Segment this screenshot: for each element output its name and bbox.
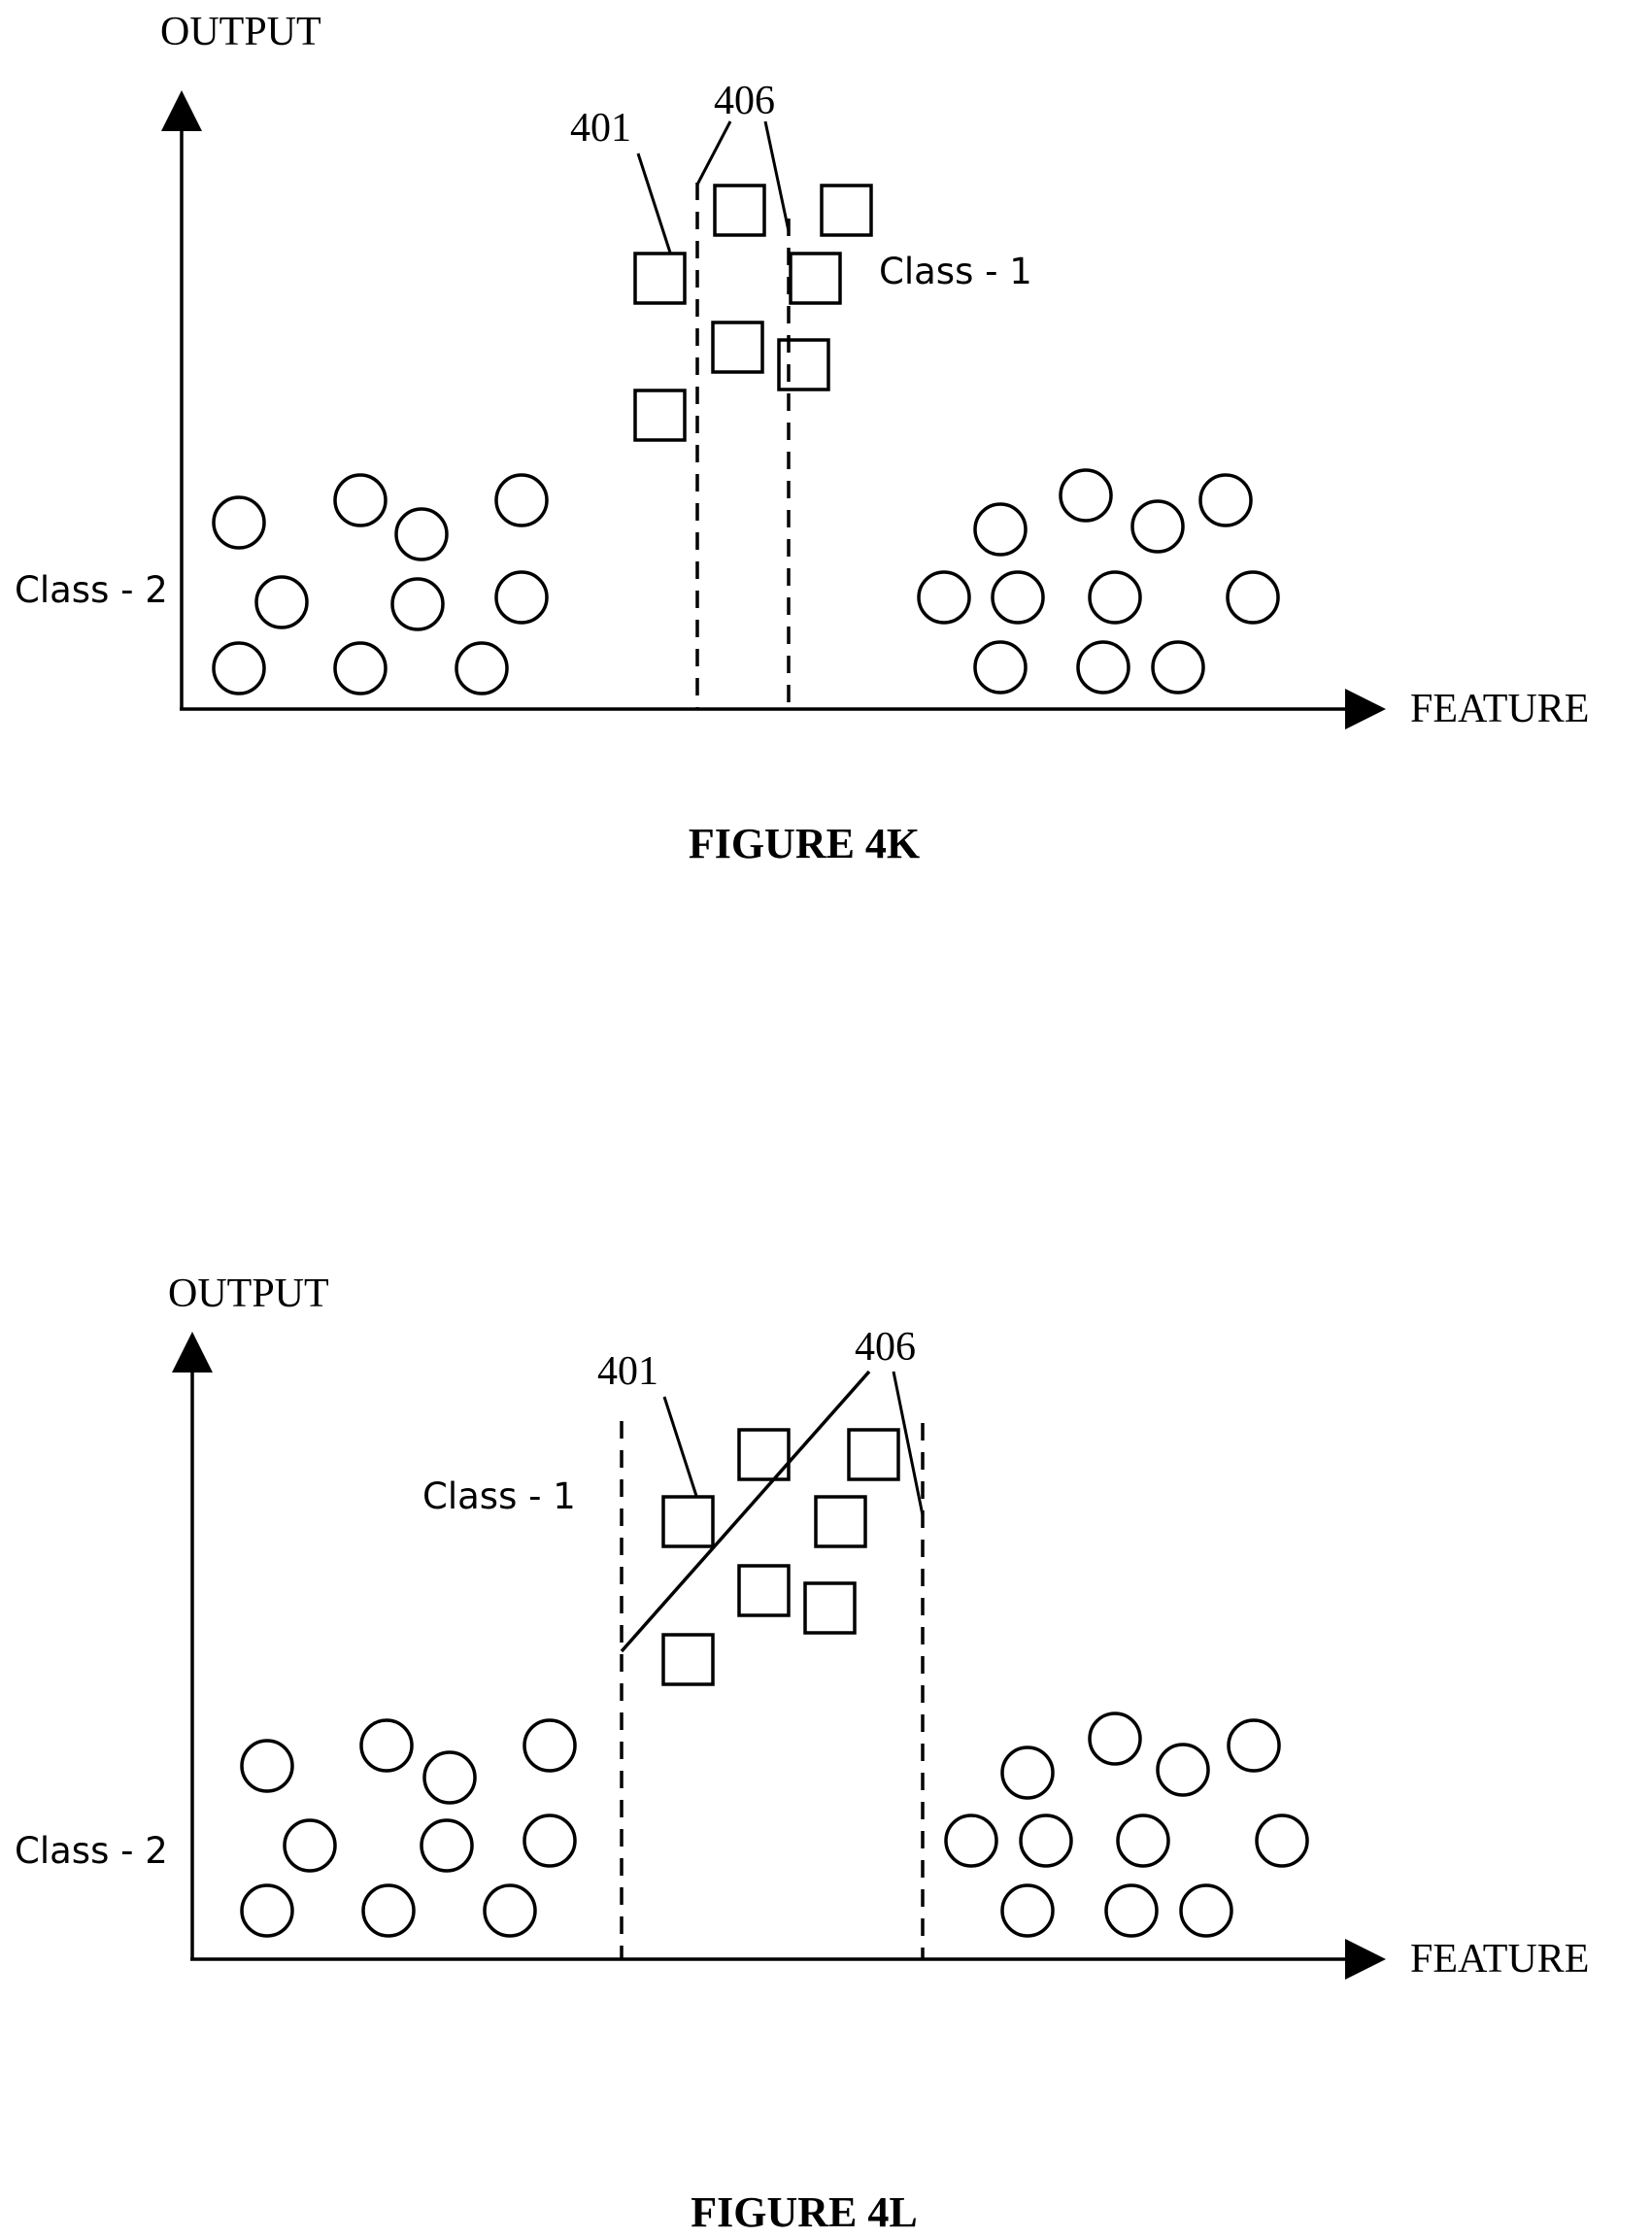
x-axis-title: FEATURE (1410, 687, 1589, 731)
ref-401: 401 (597, 1349, 658, 1394)
class-1-square (791, 254, 840, 303)
class-2-circle (256, 577, 307, 627)
class-2-circle (1002, 1747, 1053, 1798)
class-2-circle (524, 1815, 575, 1866)
class-2-label: Class - 2 (15, 1830, 168, 1872)
class-1-label: Class - 1 (879, 251, 1032, 292)
class-2-circle (993, 572, 1043, 623)
class-2-circle (524, 1720, 575, 1771)
class-2-circle (485, 1885, 535, 1936)
class-1-square (779, 340, 828, 390)
class-1-square (663, 1497, 713, 1546)
class-2-circle (1257, 1815, 1307, 1866)
ref-401: 401 (570, 106, 631, 151)
class-1-square (713, 322, 762, 372)
leader-406-left (697, 121, 730, 185)
boundary-diagonal (622, 1372, 869, 1651)
figure-caption: FIGURE 4L (691, 2188, 917, 2236)
class-2-circle (1106, 1885, 1157, 1936)
ref-406: 406 (714, 79, 775, 123)
class-1-label: Class - 1 (422, 1475, 576, 1517)
figure-caption: FIGURE 4K (689, 820, 920, 867)
class-2-circle (919, 572, 969, 623)
class-2-circle (1118, 1815, 1168, 1866)
class-1-square (715, 186, 764, 235)
class-2-circle (242, 1885, 292, 1936)
class-2-circle (496, 572, 547, 623)
figure-4k: OUTPUT FEATURE Class - 2 Class - 1 401 4… (15, 10, 1589, 867)
class-2-circle (975, 642, 1026, 693)
class-1-square (663, 1635, 713, 1684)
ref-406: 406 (855, 1325, 916, 1370)
class-2-circle (1021, 1815, 1071, 1866)
class-2-circle (1158, 1745, 1208, 1795)
y-axis-title: OUTPUT (168, 1271, 329, 1316)
class-2-circle (1200, 475, 1251, 525)
class-2-circle (1078, 642, 1129, 693)
leader-401 (638, 153, 670, 253)
class-2-circle (975, 504, 1026, 555)
class-2-circle (363, 1885, 414, 1936)
class-2-circle (1061, 470, 1111, 521)
class-2-circle (456, 643, 507, 694)
class-1-square (739, 1566, 789, 1615)
leader-406-right (765, 121, 789, 231)
class-1-square (635, 254, 685, 303)
class-1-square (635, 390, 685, 440)
class-2-circle (946, 1815, 996, 1866)
class-2-label: Class - 2 (15, 569, 168, 611)
class-2-circle (335, 643, 386, 694)
class-2-circle (1229, 1720, 1279, 1771)
x-axis-title: FEATURE (1410, 1937, 1589, 1982)
class-2-circle (335, 475, 386, 525)
figure-4l: OUTPUT FEATURE Class - 2 Class - 1 401 4… (15, 1271, 1589, 2236)
class-2-circle (392, 579, 443, 629)
class-2-circle (1132, 501, 1183, 552)
class-1-square (816, 1497, 865, 1546)
class-2-circle (496, 475, 547, 525)
class-2-circle (396, 509, 447, 559)
class-2-circle (242, 1741, 292, 1791)
class-2-circle (214, 497, 264, 548)
class-2-circle (424, 1752, 475, 1803)
class-1-square (849, 1430, 898, 1479)
leader-401 (664, 1397, 696, 1496)
class-1-square (822, 186, 871, 235)
class-2-circle (1002, 1885, 1053, 1936)
class-2-circle (1181, 1885, 1231, 1936)
class-2-circle (1090, 1713, 1140, 1764)
y-axis-title: OUTPUT (160, 10, 321, 54)
class-2-circle (285, 1820, 335, 1871)
class-2-circle (214, 643, 264, 694)
class-2-circle (1228, 572, 1278, 623)
class-2-circle (361, 1720, 412, 1771)
class-2-circle (1090, 572, 1140, 623)
class-2-circle (421, 1820, 472, 1871)
class-1-square (805, 1583, 855, 1633)
class-2-circle (1153, 642, 1203, 693)
